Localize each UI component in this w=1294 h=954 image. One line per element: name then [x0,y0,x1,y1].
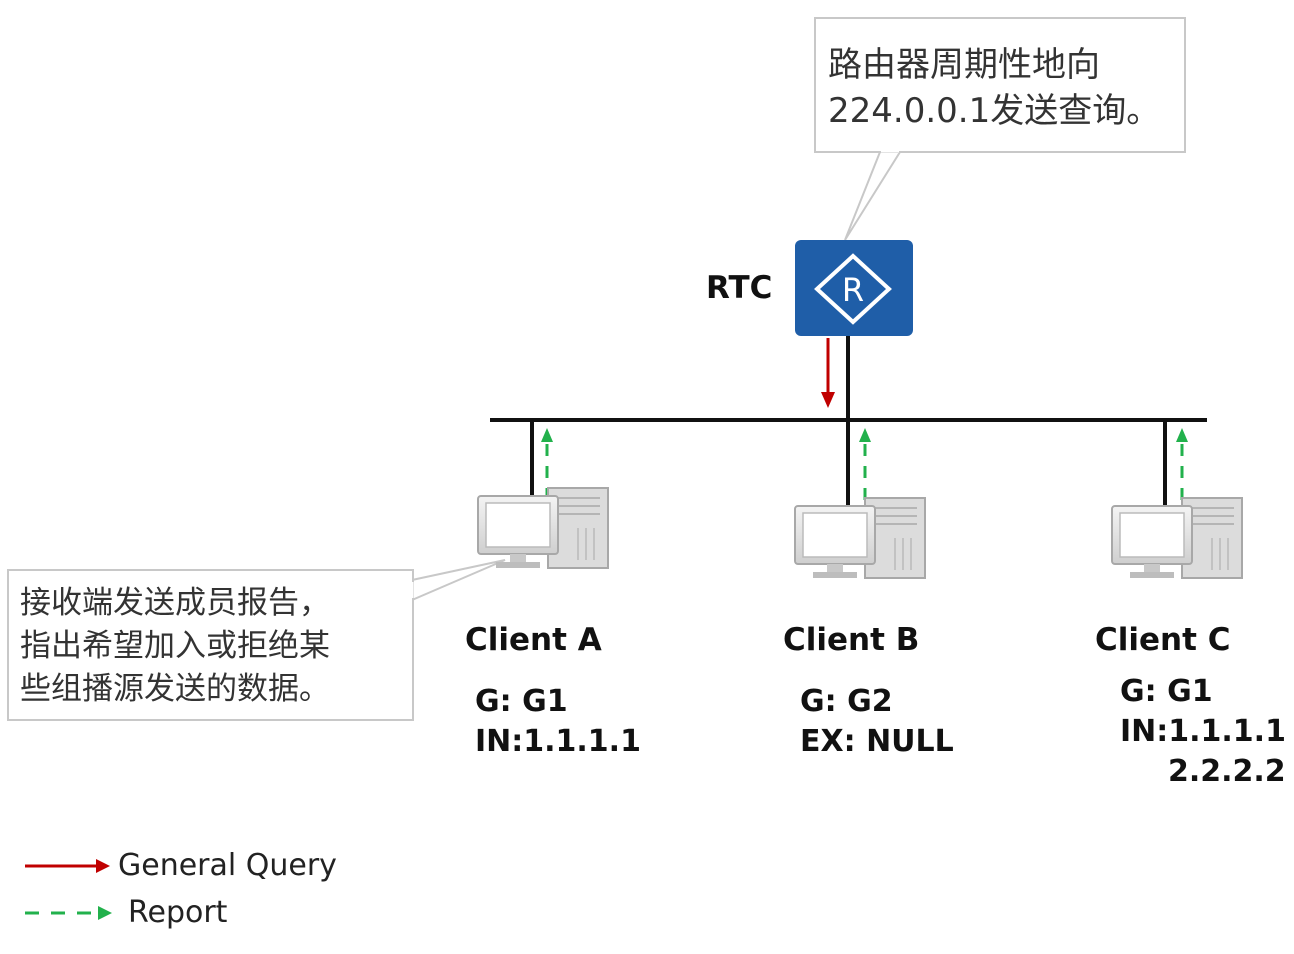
client-c-computer-icon [1111,497,1243,579]
legend-query-arrow [25,859,110,873]
client-note-line: 接收端发送成员报告， [20,585,330,621]
client-c-source: IN:1.1.1.1 [1120,714,1286,749]
general-query-arrow [821,338,835,408]
router-note-line: 224.0.0.1发送查询。 [828,91,1161,131]
router-symbol: R [842,271,864,309]
client-c-group: G: G1 [1120,674,1213,709]
client-c-report-arrow [1176,428,1188,500]
client-note: 接收端发送成员报告， 指出希望加入或拒绝某 些组播源发送的数据。 [20,582,330,711]
router-icon: R [795,240,913,336]
client-b-name: Client B [783,622,920,658]
router-label: RTC [706,270,773,306]
router-note: 路由器周期性地向 224.0.0.1发送查询。 [828,42,1160,134]
client-a-group: G: G1 [475,684,568,719]
legend-report-label: Report [128,895,228,930]
client-b-computer-icon [794,497,926,579]
client-callout-pointer [411,559,506,602]
client-note-line: 些组播源发送的数据。 [20,671,330,707]
client-b-info: G: G2 EX: NULL [800,682,954,762]
client-a-source: IN:1.1.1.1 [475,724,641,759]
router-note-line: 路由器周期性地向 [828,45,1100,85]
client-a-name: Client A [465,622,602,658]
client-b-report-arrow [859,428,871,500]
client-c-name: Client C [1095,622,1231,658]
router-callout-pointer [844,151,902,241]
client-c-source: 2.2.2.2 [1168,754,1286,789]
legend-query-label: General Query [118,848,337,883]
legend-report-arrow [25,906,112,920]
client-note-line: 指出希望加入或拒绝某 [20,628,330,664]
client-c-info: G: G1 IN:1.1.1.1 2.2.2.2 [1120,672,1286,792]
client-b-source: EX: NULL [800,724,954,759]
client-a-computer-icon [477,487,609,569]
client-a-info: G: G1 IN:1.1.1.1 [475,682,641,762]
client-b-group: G: G2 [800,684,893,719]
client-callout-box [7,569,414,721]
router-callout-box [814,17,1186,153]
